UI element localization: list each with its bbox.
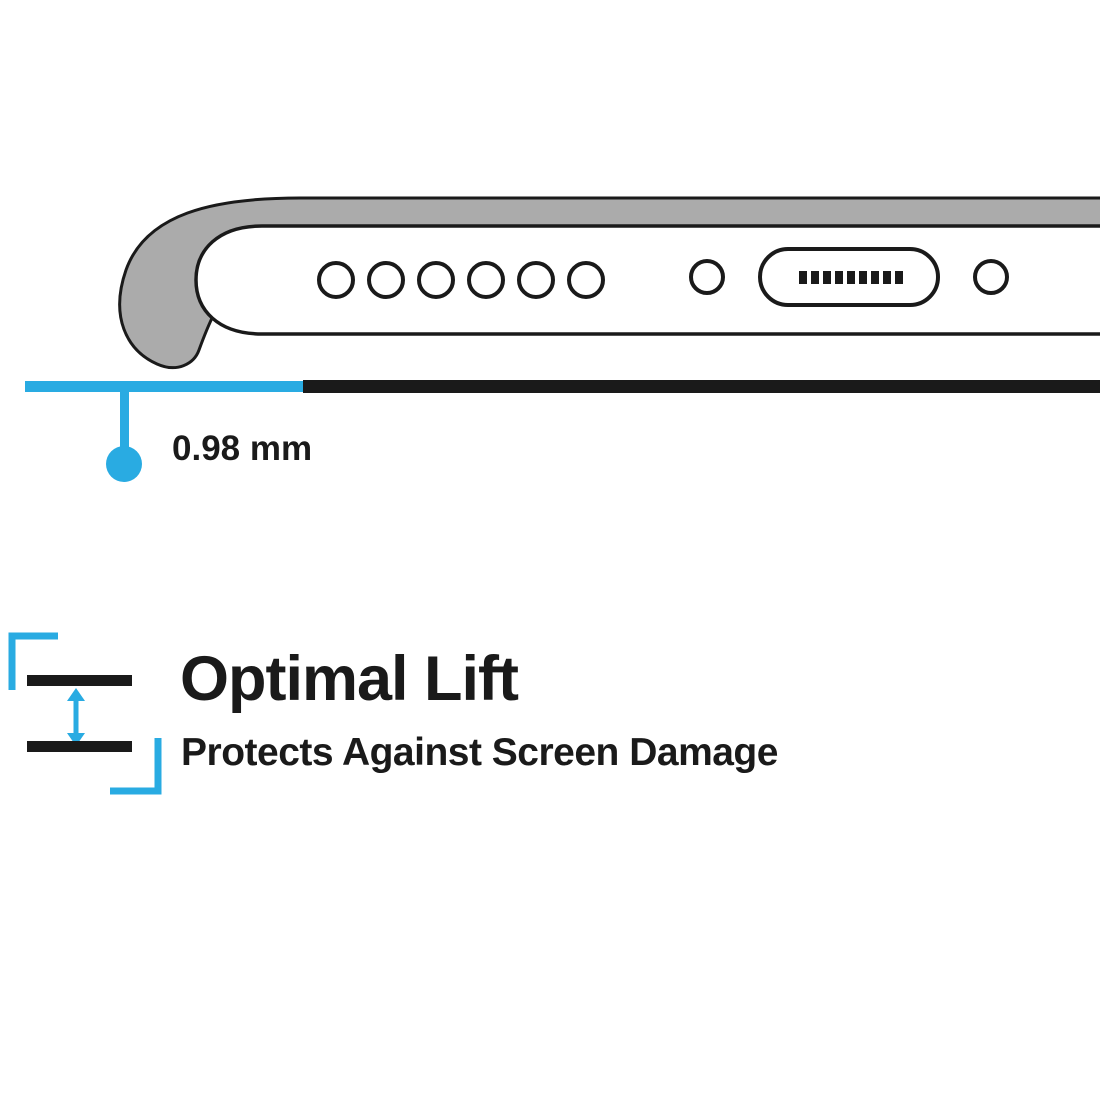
pointer-stem (120, 392, 129, 450)
speaker-hole (417, 261, 455, 299)
vertical-double-arrow-icon (67, 688, 85, 746)
charging-port-pins (799, 271, 903, 284)
bracket-top-left (8, 632, 58, 690)
lift-gap-icon (8, 632, 162, 795)
lift-bottom-bar (27, 741, 132, 752)
bracket-bottom-right (110, 738, 162, 795)
lift-top-bar (27, 675, 132, 686)
feature-title: Optimal Lift (180, 644, 519, 714)
speaker-hole (367, 261, 405, 299)
feature-subtitle: Protects Against Screen Damage (181, 731, 778, 774)
lift-measurement-value: 0.98 mm (172, 429, 313, 468)
baseline-dark-segment (303, 380, 1100, 393)
speaker-hole (317, 261, 355, 299)
measurement-pointer-icon (106, 392, 142, 482)
baseline-accent-segment (25, 381, 303, 392)
case-edge-shape (118, 196, 1100, 370)
speaker-hole (567, 261, 605, 299)
speaker-hole-icon (317, 261, 605, 299)
speaker-hole (467, 261, 505, 299)
mic-hole-icon (689, 259, 725, 295)
speaker-hole (517, 261, 555, 299)
charging-port-icon (758, 247, 940, 307)
screw-hole-icon (973, 259, 1009, 295)
pointer-dot (106, 446, 142, 482)
